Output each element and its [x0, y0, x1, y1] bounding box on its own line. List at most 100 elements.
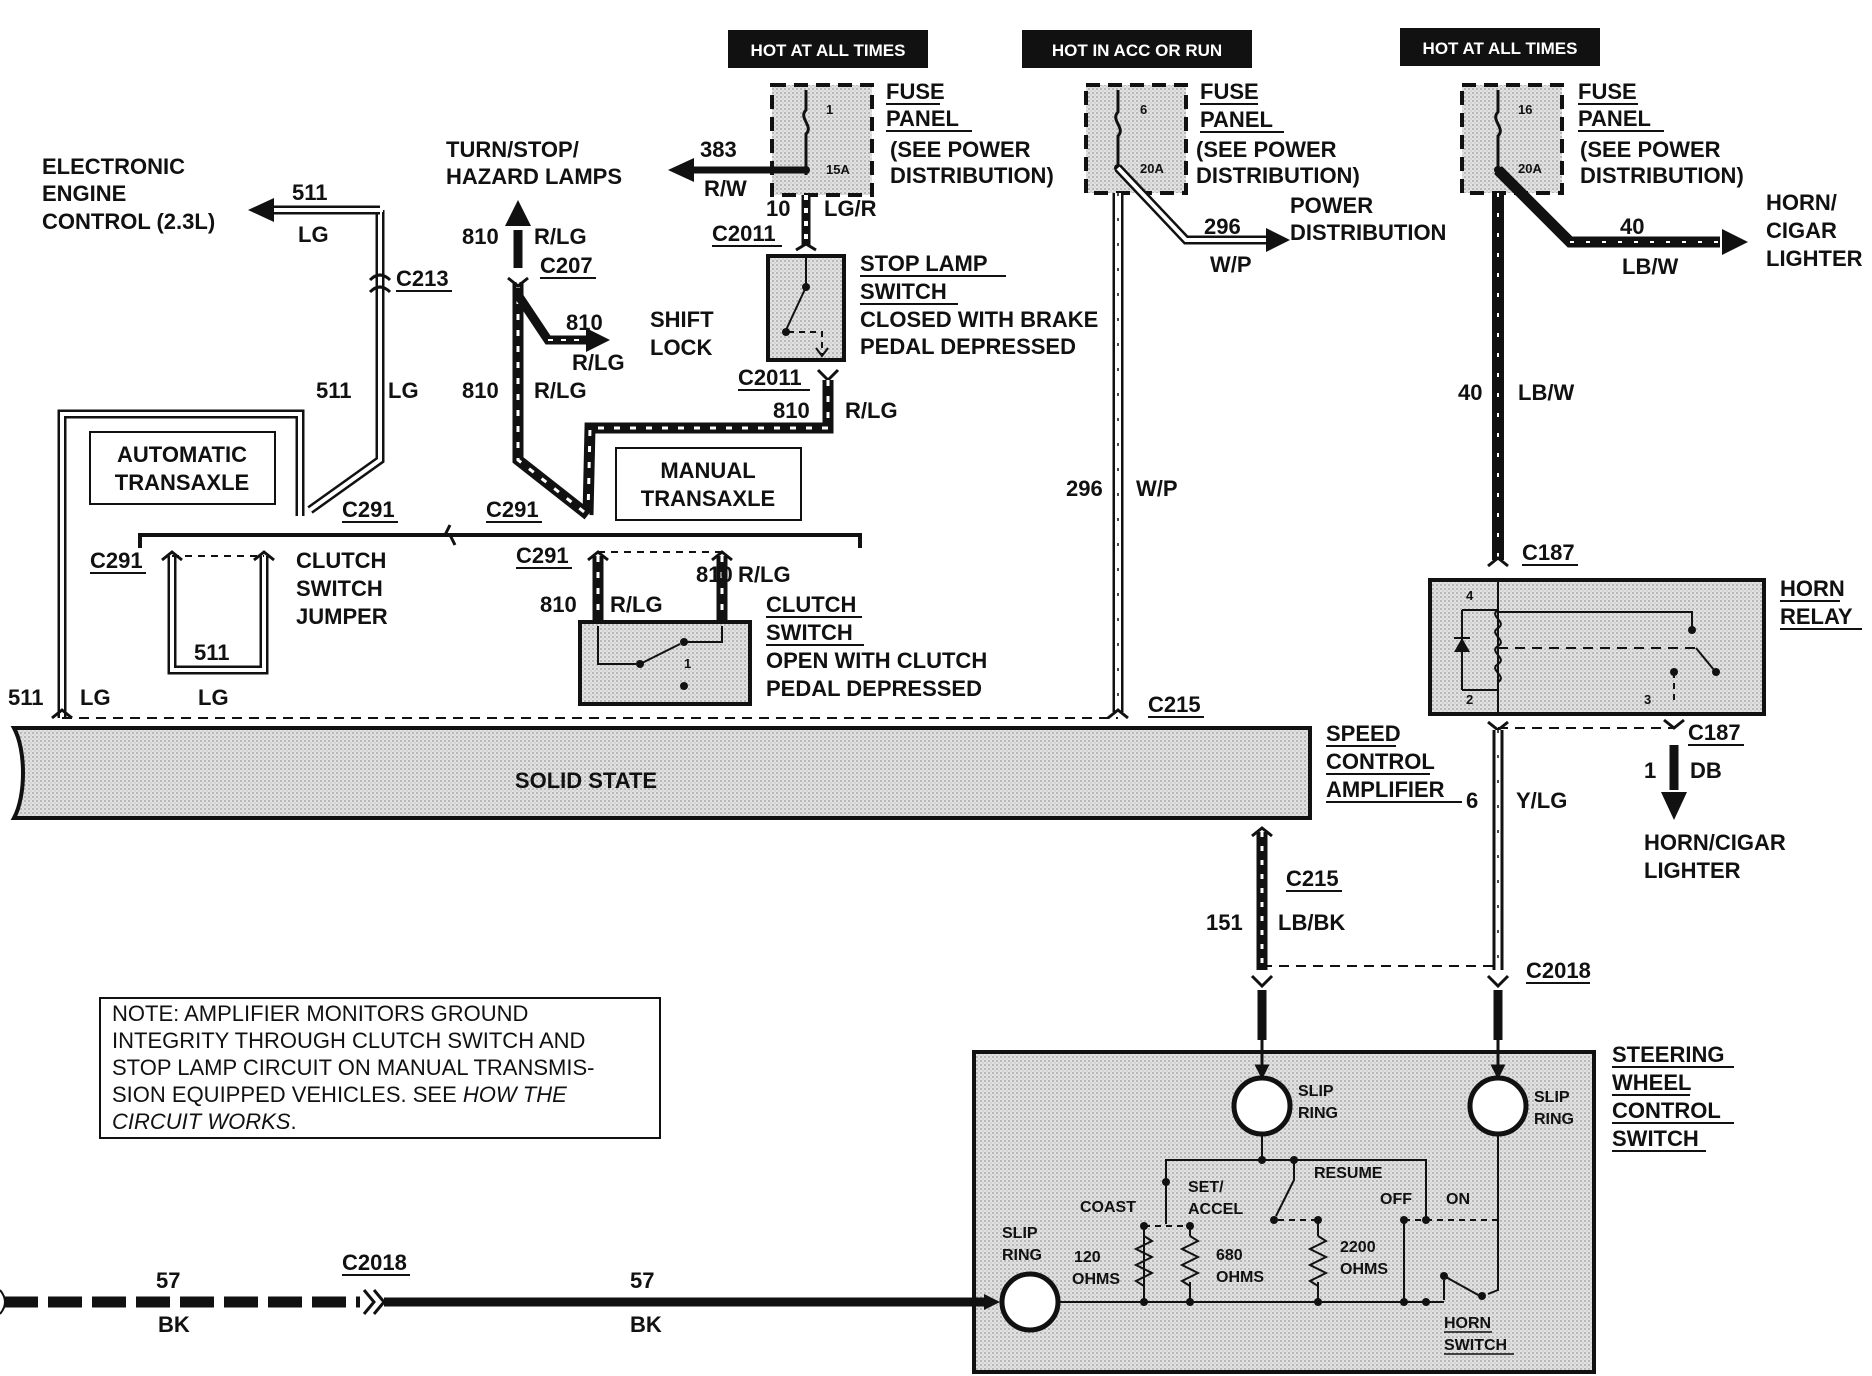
- diagram-label: 20A: [1518, 161, 1542, 176]
- diagram-label: LOCK: [650, 335, 712, 360]
- diagram-label: 1: [684, 656, 691, 671]
- diagram-label: C291: [516, 543, 569, 568]
- diagram-label: (SEE POWER: [1196, 137, 1337, 162]
- diagram-label: OHMS: [1340, 1261, 1388, 1278]
- diagram-label: 6: [1140, 102, 1147, 117]
- diagram-label: LG: [298, 222, 329, 247]
- diagram-label: 511: [292, 180, 328, 205]
- diagram-label: HORN/: [1766, 190, 1837, 215]
- header-hot-always-2: HOT AT ALL TIMES: [1400, 28, 1600, 66]
- note-box: NOTE: AMPLIFIER MONITORS GROUND INTEGRIT…: [99, 997, 661, 1139]
- diagram-label: ELECTRONIC: [42, 154, 185, 179]
- diagram-label: 810: [696, 562, 733, 587]
- arrow-turn-stop: [668, 158, 694, 182]
- diagram-label: STOP LAMP CIRCUIT ON MANUAL TRANSMIS-: [112, 1055, 594, 1080]
- diagram-label: CONTROL: [1612, 1098, 1721, 1123]
- diagram-label: DISTRIBUTION): [890, 163, 1054, 188]
- diagram-label: RING: [1534, 1111, 1574, 1128]
- diagram-label: 511: [8, 685, 44, 710]
- diagram-label: CONTROL (2.3L): [42, 209, 215, 234]
- diagram-label: (SEE POWER: [890, 137, 1031, 162]
- diagram-label: AUTOMATIC: [117, 442, 247, 467]
- fuse-panel-16: 16 20A FUSE PANEL (SEE POWER DISTRIBUTIO…: [1460, 79, 1744, 195]
- diagram-label: HORN: [1444, 1315, 1491, 1332]
- diagram-label: LB/BK: [1278, 910, 1345, 935]
- diagram-label: RESUME: [1314, 1165, 1383, 1182]
- diagram-label: 2200: [1340, 1239, 1376, 1256]
- diagram-label: ACCEL: [1188, 1201, 1243, 1218]
- diagram-label: LG: [388, 378, 419, 403]
- diagram-label: C187: [1688, 720, 1741, 745]
- diagram-label: 57: [156, 1268, 180, 1293]
- diagram-label: OFF: [1380, 1191, 1412, 1208]
- diagram-label: 810: [462, 224, 499, 249]
- diagram-label: PANEL: [1578, 106, 1651, 131]
- diagram-label: 2: [1466, 692, 1473, 707]
- header-hot-always-1: HOT AT ALL TIMES: [728, 30, 928, 68]
- diagram-label: 3: [1644, 692, 1651, 707]
- diagram-label: 40: [1458, 380, 1482, 405]
- diagram-label: FUSE: [886, 79, 945, 104]
- diagram-label: C291: [342, 497, 395, 522]
- diagram-label: SLIP: [1534, 1089, 1570, 1106]
- diagram-label: R/LG: [572, 350, 625, 375]
- diagram-label: FUSE: [1200, 79, 1259, 104]
- diagram-label: SWITCH: [296, 576, 383, 601]
- diagram-label: CLOSED WITH BRAKE: [860, 307, 1098, 332]
- diagram-label: RING: [1298, 1105, 1338, 1122]
- diagram-label: CLUTCH: [296, 548, 386, 573]
- diagram-label: SWITCH: [1444, 1337, 1507, 1354]
- diagram-label: LIGHTER: [1644, 858, 1741, 883]
- diagram-label: 16: [1518, 102, 1532, 117]
- diagram-label: Y/LG: [1516, 788, 1567, 813]
- diagram-label: OHMS: [1216, 1269, 1264, 1286]
- diagram-label: 10: [766, 196, 790, 221]
- fuse-panel-6: 6 20A FUSE PANEL (SEE POWER DISTRIBUTION…: [1084, 79, 1360, 195]
- diagram-label: 810: [773, 398, 810, 423]
- svg-text:SION EQUIPPED VEHICLES. SEE HO: SION EQUIPPED VEHICLES. SEE HOW THE: [112, 1082, 567, 1107]
- diagram-label: PEDAL DEPRESSED: [766, 676, 982, 701]
- diagram-label: SWITCH: [766, 620, 853, 645]
- diagram-label: TRANSAXLE: [115, 470, 249, 495]
- diagram-label: CONTROL: [1326, 749, 1435, 774]
- diagram-label: LG: [198, 685, 229, 710]
- transaxle-bracket: [138, 533, 862, 548]
- diagram-label: INTEGRITY THROUGH CLUTCH SWITCH AND: [112, 1028, 585, 1053]
- diagram-label: R/LG: [845, 398, 898, 423]
- diagram-label: BK: [630, 1312, 662, 1337]
- wire-511-eec: [307, 210, 385, 514]
- stop-lamp-switch: STOP LAMP SWITCH CLOSED WITH BRAKE PEDAL…: [766, 251, 1098, 362]
- diagram-label: 1: [1644, 758, 1656, 783]
- diagram-label: 20A: [1140, 161, 1164, 176]
- diagram-label: DB: [1690, 758, 1722, 783]
- resistor-680: [1179, 1235, 1201, 1287]
- diagram-label: 4: [1466, 588, 1474, 603]
- diagram-label: R/LG: [610, 592, 663, 617]
- diagram-label: C291: [90, 548, 143, 573]
- diagram-label: 810: [566, 310, 603, 335]
- diagram-label: SOLID STATE: [515, 768, 657, 793]
- slip-ring-3: [999, 1271, 1061, 1333]
- diagram-label: FUSE: [1578, 79, 1637, 104]
- diagram-label: R/LG: [534, 378, 587, 403]
- diagram-label: ENGINE: [42, 181, 126, 206]
- diagram-label: TURN/STOP/: [446, 137, 579, 162]
- diagram-label: 15A: [826, 162, 850, 177]
- diagram-label: LB/W: [1518, 380, 1574, 405]
- diagram-label: DISTRIBUTION: [1290, 220, 1446, 245]
- diagram-label: 296: [1204, 214, 1241, 239]
- diagram-label: (SEE POWER: [1580, 137, 1721, 162]
- diagram-label: R/LG: [534, 224, 587, 249]
- diagram-label: W/P: [1136, 476, 1178, 501]
- manual-transaxle-label: MANUAL TRANSAXLE: [615, 447, 802, 521]
- diagram-label: HOW THE: [463, 1082, 567, 1107]
- diagram-label: HOT IN ACC OR RUN: [1052, 41, 1222, 60]
- diagram-label: MANUAL: [660, 458, 755, 483]
- diagram-label: C291: [486, 497, 539, 522]
- diagram-label: C213: [396, 266, 449, 291]
- slip-ring-1: [1231, 1075, 1293, 1137]
- diagram-label: RING: [1002, 1247, 1042, 1264]
- diagram-label: CIRCUIT WORKS: [112, 1109, 291, 1134]
- automatic-transaxle-label: AUTOMATIC TRANSAXLE: [89, 431, 276, 505]
